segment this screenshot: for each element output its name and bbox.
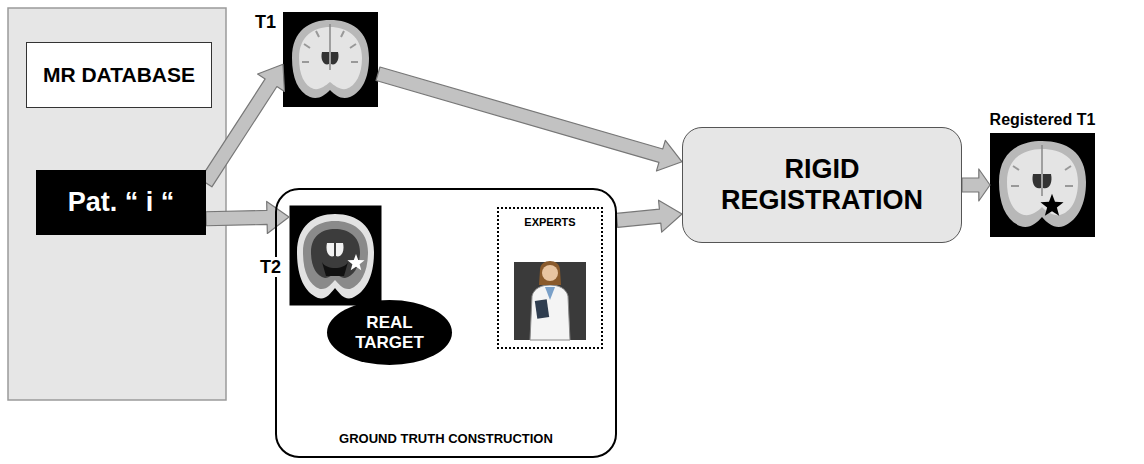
t1-image-frame: T1 [283, 12, 378, 107]
registered-brain-image [990, 133, 1095, 237]
node-label: T2 [258, 257, 283, 278]
block-arrow [200, 64, 284, 187]
node-label: Pat. “ i “ [68, 187, 175, 218]
doctor-figure [514, 230, 586, 340]
patient-box: Pat. “ i “ [36, 170, 206, 235]
t2-image-frame: T2 [289, 205, 381, 305]
block-arrow [376, 67, 682, 171]
database-panel [8, 8, 226, 400]
block-arrow [962, 169, 990, 201]
node-label: GROUND TRUTH CONSTRUCTION [339, 432, 553, 447]
database-box: MR DATABASE [26, 42, 212, 108]
node-label: T1 [255, 12, 276, 33]
node-label: MR DATABASE [43, 63, 195, 87]
t2-brain-image [290, 206, 382, 306]
node-label: REAL TARGET [345, 313, 435, 352]
registration-box: RIGID REGISTRATION [682, 127, 962, 243]
node-label: EXPERTS [524, 216, 575, 229]
block-arrow [616, 200, 682, 232]
node-label: Registered T1 [990, 111, 1096, 129]
target-ellipse: REAL TARGET [327, 300, 452, 365]
ground-truth-group: GROUND TRUTH CONSTRUCTION T2REAL TARGET EX… [275, 188, 617, 458]
experts-box: EXPERTS [497, 207, 603, 349]
t1-brain-image [283, 12, 378, 107]
registered-image-frame: Registered T1 [990, 133, 1095, 237]
node-label: RIGID REGISTRATION [702, 154, 942, 216]
